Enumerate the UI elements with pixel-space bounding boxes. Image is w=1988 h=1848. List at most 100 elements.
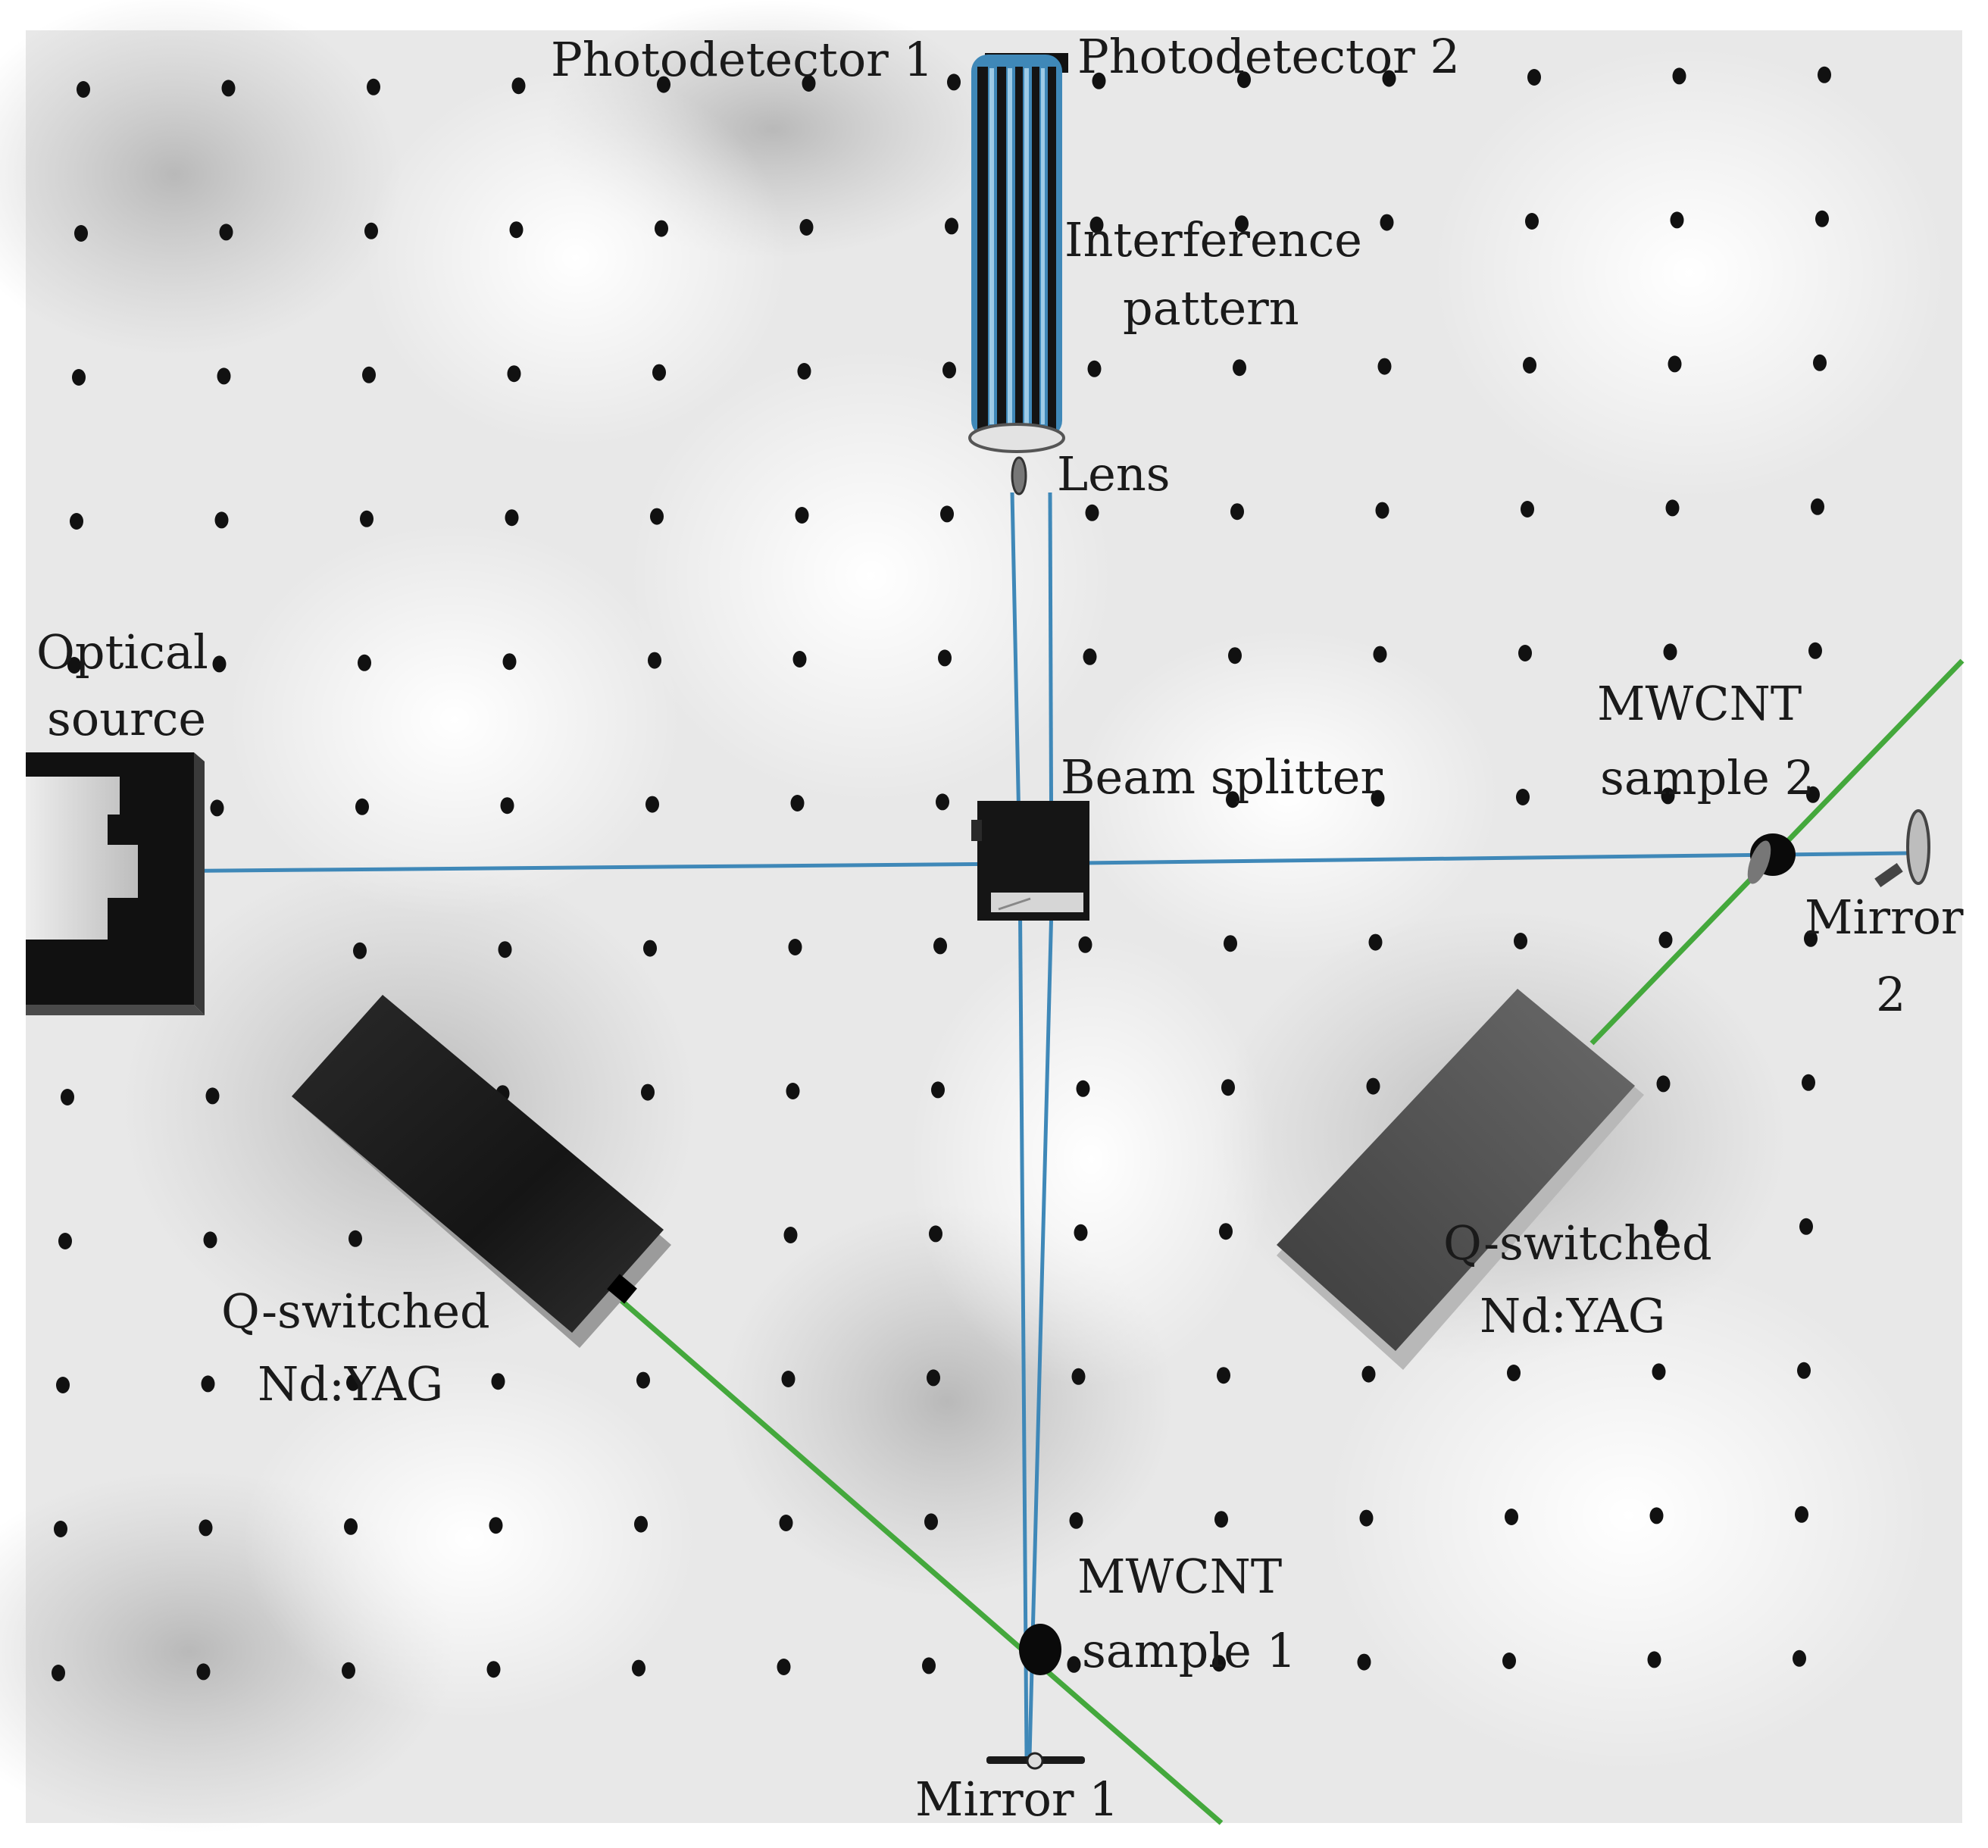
table-hole bbox=[924, 1513, 938, 1531]
table-hole bbox=[1074, 1224, 1088, 1241]
table-hole bbox=[203, 1231, 217, 1249]
labels: Photodetector 1 Photodetector 2 Interfer… bbox=[36, 29, 1964, 1827]
mwcnt-sample-2-label-line2: sample 2 bbox=[1600, 750, 1815, 805]
source-to-splitter-beam bbox=[137, 861, 1021, 874]
table-hole bbox=[1085, 504, 1099, 521]
table-hole bbox=[1799, 1218, 1813, 1235]
mirror-2 bbox=[1874, 809, 1930, 888]
interference-pattern-label-line2: pattern bbox=[1123, 280, 1299, 336]
table-hole bbox=[1647, 1651, 1661, 1668]
table-hole bbox=[1226, 791, 1239, 808]
q-switched-right-label: Q-switched bbox=[1443, 1215, 1712, 1271]
table-hole bbox=[1371, 790, 1385, 807]
mirror-2-label: Mirror bbox=[1805, 890, 1964, 945]
table-hole bbox=[1377, 358, 1392, 375]
laser-box-icon bbox=[1277, 989, 1635, 1351]
table-hole bbox=[1795, 1506, 1808, 1523]
laser-box-icon bbox=[292, 995, 664, 1333]
table-hole bbox=[205, 1087, 220, 1105]
table-hole bbox=[502, 653, 517, 671]
table-hole bbox=[643, 940, 657, 957]
table-hole bbox=[1808, 642, 1822, 659]
table-hole bbox=[1361, 1365, 1376, 1383]
q-switched-laser-right bbox=[1277, 989, 1644, 1370]
table-hole bbox=[1373, 646, 1387, 663]
table-hole bbox=[358, 654, 371, 671]
table-hole bbox=[779, 1515, 793, 1531]
table-hole bbox=[645, 796, 659, 813]
table-hole bbox=[636, 1371, 650, 1389]
probe-beams bbox=[137, 492, 1908, 1757]
table-hole bbox=[355, 798, 369, 815]
table-hole bbox=[1214, 1511, 1228, 1528]
table-hole bbox=[657, 76, 670, 93]
table-hole bbox=[1083, 648, 1097, 665]
q-switched-laser-left bbox=[292, 995, 671, 1348]
table-hole bbox=[61, 1089, 74, 1105]
table-hole bbox=[1368, 933, 1383, 951]
table-hole bbox=[1652, 1363, 1666, 1381]
table-hole bbox=[1665, 499, 1680, 517]
mwcnt-sample-1-label-line2: sample 1 bbox=[1082, 1623, 1296, 1678]
table-hole bbox=[655, 220, 668, 237]
table-hole bbox=[72, 369, 86, 386]
table-hole bbox=[1658, 931, 1673, 949]
table-hole bbox=[1518, 645, 1532, 661]
table-hole bbox=[1380, 214, 1394, 231]
table-hole bbox=[1661, 787, 1675, 805]
sample-disc-icon bbox=[1019, 1624, 1061, 1675]
table-hole bbox=[1224, 935, 1237, 952]
table-hole bbox=[212, 655, 227, 673]
detector-tube-end bbox=[968, 423, 1065, 453]
table-hole bbox=[56, 1377, 70, 1393]
table-hole bbox=[201, 1375, 215, 1393]
table-hole bbox=[353, 942, 367, 959]
q-switched-left-label: Q-switched bbox=[221, 1284, 490, 1339]
table-hole bbox=[788, 939, 802, 955]
table-hole bbox=[1656, 1075, 1671, 1093]
table-hole bbox=[1221, 1079, 1235, 1096]
table-hole bbox=[938, 649, 952, 667]
table-hole bbox=[929, 1225, 942, 1243]
table-hole bbox=[1663, 643, 1677, 661]
mirror-1-label: Mirror 1 bbox=[915, 1771, 1119, 1827]
table-hole bbox=[945, 217, 958, 235]
table-hole bbox=[367, 78, 380, 95]
source-housing-front bbox=[26, 1005, 205, 1015]
table-hole bbox=[1067, 1656, 1081, 1673]
table-hole bbox=[1521, 501, 1534, 518]
table-hole bbox=[783, 1227, 798, 1243]
mwcnt-sample-2-label: MWCNT bbox=[1597, 676, 1802, 731]
table-hole bbox=[486, 1661, 501, 1678]
table-hole bbox=[1654, 1219, 1668, 1237]
lens-icon bbox=[1011, 456, 1027, 496]
laser-left-aperture bbox=[607, 1274, 637, 1304]
table-hole bbox=[927, 1369, 940, 1387]
optical-source-label: Optical bbox=[36, 624, 208, 680]
table-hole bbox=[652, 364, 666, 381]
table-hole bbox=[507, 365, 521, 383]
table-hole bbox=[360, 510, 374, 527]
table-hole bbox=[1649, 1507, 1664, 1524]
splitter-diagonal-mark bbox=[998, 897, 1031, 911]
table-hole bbox=[1806, 786, 1820, 803]
table-hole bbox=[219, 224, 233, 241]
table-hole bbox=[221, 80, 236, 97]
table-hole bbox=[1527, 69, 1541, 86]
table-hole bbox=[214, 511, 229, 529]
table-hole bbox=[1815, 210, 1829, 227]
mwcnt-sample-1 bbox=[1019, 1624, 1061, 1675]
table-hole bbox=[509, 221, 524, 239]
arm-1-beam-down bbox=[1017, 863, 1029, 1757]
table-hole bbox=[797, 363, 811, 380]
table-hole bbox=[922, 1657, 936, 1674]
interference-pattern-label: Interference bbox=[1064, 212, 1362, 267]
mirror-2-label-line2: 2 bbox=[1876, 967, 1905, 1022]
table-hole bbox=[1811, 498, 1824, 515]
table-hole bbox=[67, 657, 81, 674]
table-hole bbox=[1230, 503, 1244, 521]
table-hole bbox=[1069, 1512, 1083, 1529]
table-hole bbox=[349, 1230, 362, 1247]
table-hole bbox=[1505, 1509, 1518, 1525]
table-hole bbox=[342, 1662, 355, 1679]
